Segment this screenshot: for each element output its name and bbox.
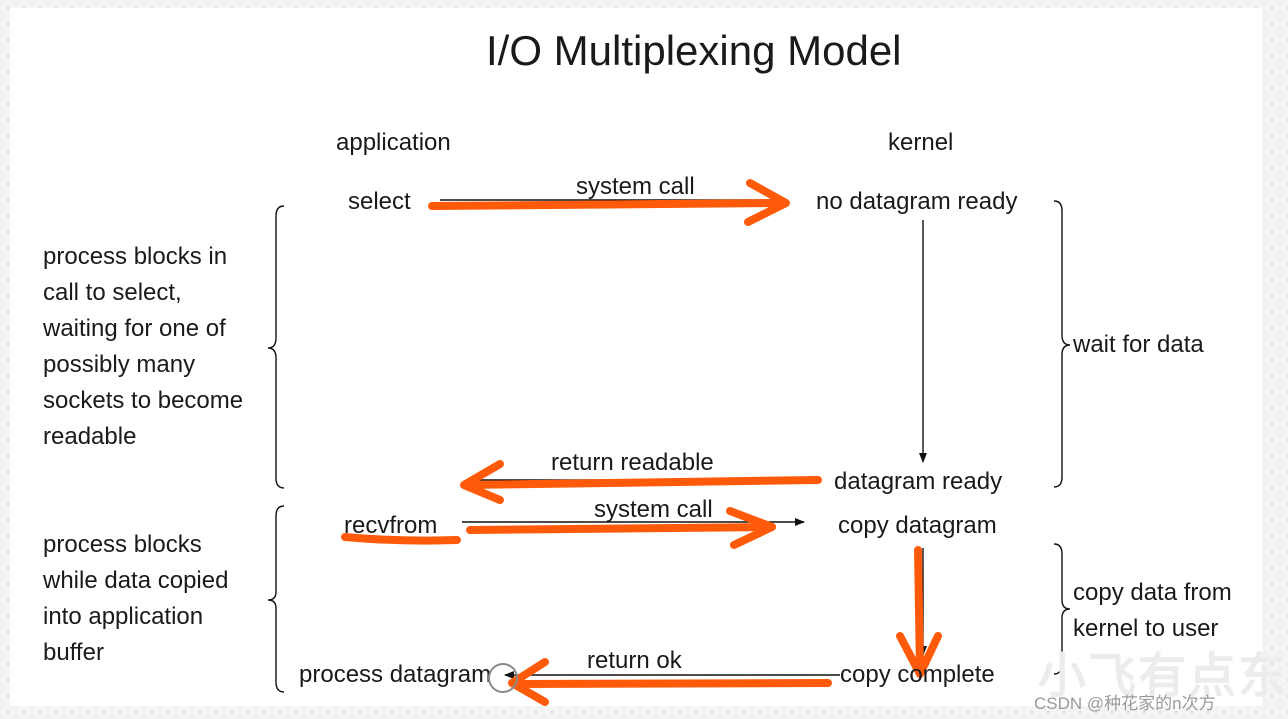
kernel-no-datagram-ready: no datagram ready — [816, 188, 1018, 215]
annotation-copy-to-user: copy data from kernel to user — [1073, 575, 1232, 647]
header-kernel: kernel — [888, 129, 954, 156]
page-title: I/O Multiplexing Model — [486, 27, 902, 74]
brace-right-copy — [1053, 543, 1071, 675]
annotation-wait-for-data: wait for data — [1073, 331, 1204, 358]
brace-left-copy — [267, 505, 285, 693]
brace-right-wait — [1053, 200, 1071, 488]
orange-arrowhead-recvfrom — [726, 507, 776, 549]
step-recvfrom: recvfrom — [344, 512, 438, 539]
orange-arrowhead-select — [744, 179, 790, 226]
annotation-copy-block: process blocks while data copied into ap… — [43, 527, 228, 671]
orange-underline-recvfrom — [341, 533, 461, 545]
logo-watermark: 小飞有点东 — [1038, 650, 1288, 703]
orange-arrow-select — [428, 199, 786, 210]
label-return-readable: return readable — [551, 449, 714, 476]
orange-arrow-return-ok — [511, 679, 832, 688]
slide-canvas — [10, 8, 1262, 706]
kernel-copy-complete: copy complete — [840, 661, 995, 688]
annotation-copy-block-text: process blocks while data copied into ap… — [43, 531, 229, 666]
kernel-copy-datagram: copy datagram — [838, 512, 997, 539]
annotation-select-block: process blocks in call to select, waitin… — [43, 239, 243, 455]
csdn-watermark: CSDN @种花家的n次方 — [1034, 694, 1216, 713]
annotation-select-block-text: process blocks in call to select, waitin… — [43, 243, 244, 450]
label-return-ok: return ok — [587, 647, 682, 674]
mouse-cursor-highlight — [488, 663, 518, 693]
kernel-datagram-ready: datagram ready — [834, 468, 1003, 495]
orange-arrowhead-return-readable — [460, 460, 504, 504]
orange-arrow-copy-down — [914, 546, 924, 676]
orange-arrow-recvfrom — [466, 523, 776, 534]
orange-arrow-return-readable — [462, 476, 822, 489]
label-system-call-2: system call — [594, 496, 713, 523]
header-application: application — [336, 129, 451, 156]
orange-arrowhead-copy-down — [896, 632, 942, 678]
step-process-datagram: process datagram — [299, 661, 492, 688]
orange-annotations — [341, 179, 942, 706]
annotation-copy-to-user-text: copy data from kernel to user — [1073, 579, 1232, 642]
brace-left-select — [267, 205, 285, 489]
step-select: select — [348, 188, 411, 215]
label-system-call-1: system call — [576, 173, 695, 200]
